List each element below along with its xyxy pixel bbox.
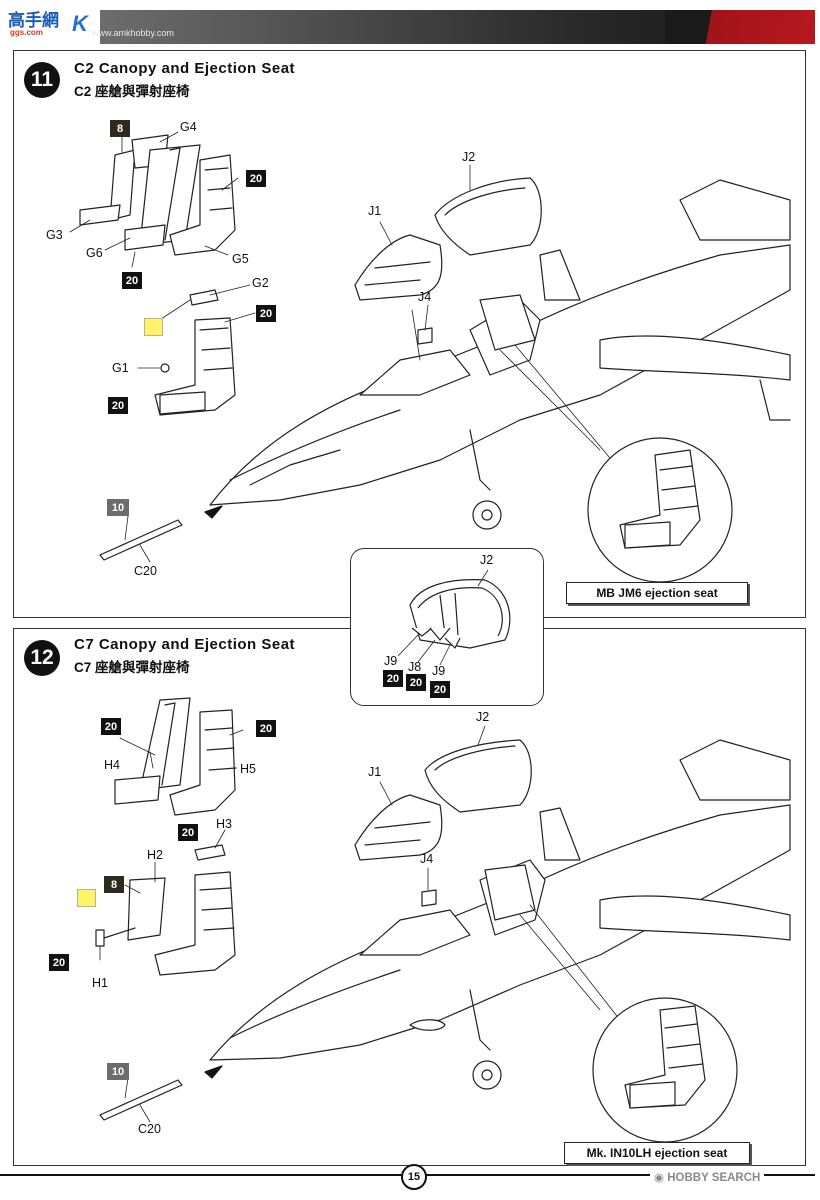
seat-caption-step-12: Mk. IN10LH ejection seat: [564, 1142, 750, 1164]
paint-code-badge: 8: [110, 120, 130, 137]
step-12-title: C7 Canopy and Ejection Seat: [74, 636, 296, 653]
callout-j4: J4: [418, 290, 432, 304]
camera-icon: ◉: [654, 1172, 665, 1184]
callout-h4: H4: [104, 758, 120, 772]
callout-j1: J1: [368, 204, 382, 218]
step-11-number: 11: [24, 62, 60, 98]
paint-code-badge: 20: [49, 954, 69, 971]
page-number: 15: [401, 1164, 427, 1190]
paint-code-badge: 20: [101, 718, 121, 735]
callout-g4: G4: [180, 120, 197, 134]
callout-g6: G6: [86, 246, 103, 260]
paint-code-badge: 20: [122, 272, 142, 289]
seat-parts-step-12: [95, 697, 237, 976]
watermark-text: HOBBY SEARCH: [667, 1172, 761, 1184]
paint-code-badge: 10: [107, 499, 129, 516]
callout-g1: G1: [112, 361, 129, 375]
callout-j9-right: J9: [432, 664, 446, 678]
header-bar: [0, 10, 815, 44]
paint-code-badge: 20: [430, 681, 450, 698]
paint-swatch-yellow: [144, 318, 163, 336]
callout-j1: J1: [368, 765, 382, 779]
callout-h2: H2: [147, 848, 163, 862]
step-12-subtitle: C7 座艙與彈射座椅: [74, 660, 190, 675]
paint-swatch-yellow: [77, 889, 96, 907]
callout-c20: C20: [138, 1122, 161, 1136]
callout-g2: G2: [252, 276, 269, 290]
callout-c20: C20: [134, 564, 157, 578]
logo-secondary: ggs.com: [10, 28, 43, 37]
paint-code-badge: 20: [256, 720, 276, 737]
paint-code-badge: 10: [107, 1063, 129, 1080]
callout-j2-detail: J2: [480, 553, 494, 567]
paint-code-badge: 8: [104, 876, 124, 893]
callout-j8: J8: [408, 660, 422, 674]
jet-step-12: [99, 739, 791, 1121]
callout-j2: J2: [476, 710, 490, 724]
paint-code-badge: 20: [383, 670, 403, 687]
callout-h5: H5: [240, 762, 256, 776]
header-accent: [665, 10, 815, 44]
paint-code-badge: 20: [246, 170, 266, 187]
logo-primary: 高手網: [8, 11, 59, 30]
callout-j2: J2: [462, 150, 476, 164]
website-url: www.amkhobby.com: [92, 28, 174, 38]
step-12-number: 12: [24, 640, 60, 676]
callout-h3: H3: [216, 817, 232, 831]
watermark: ◉ HOBBY SEARCH: [650, 1170, 765, 1184]
seat-caption-step-11: MB JM6 ejection seat: [566, 582, 748, 604]
callout-j4: J4: [420, 852, 434, 866]
ejection-seat-detail-11: [619, 449, 701, 549]
step-11-subtitle: C2 座艙與彈射座椅: [74, 84, 190, 99]
paint-code-badge: 20: [406, 674, 426, 691]
step-11-title: C2 Canopy and Ejection Seat: [74, 60, 296, 77]
callout-j9-left: J9: [384, 654, 398, 668]
logo-tail: K: [72, 11, 88, 36]
paint-code-badge: 20: [108, 397, 128, 414]
callout-h1: H1: [92, 976, 108, 990]
ejection-seat-detail-12: [624, 1005, 706, 1109]
jet-step-11: [99, 177, 791, 561]
callout-g3: G3: [46, 228, 63, 242]
callout-g5: G5: [232, 252, 249, 266]
paint-code-badge: 20: [178, 824, 198, 841]
brand-logo: 高手網 ggs.com K: [8, 6, 100, 40]
paint-code-badge: 20: [256, 305, 276, 322]
